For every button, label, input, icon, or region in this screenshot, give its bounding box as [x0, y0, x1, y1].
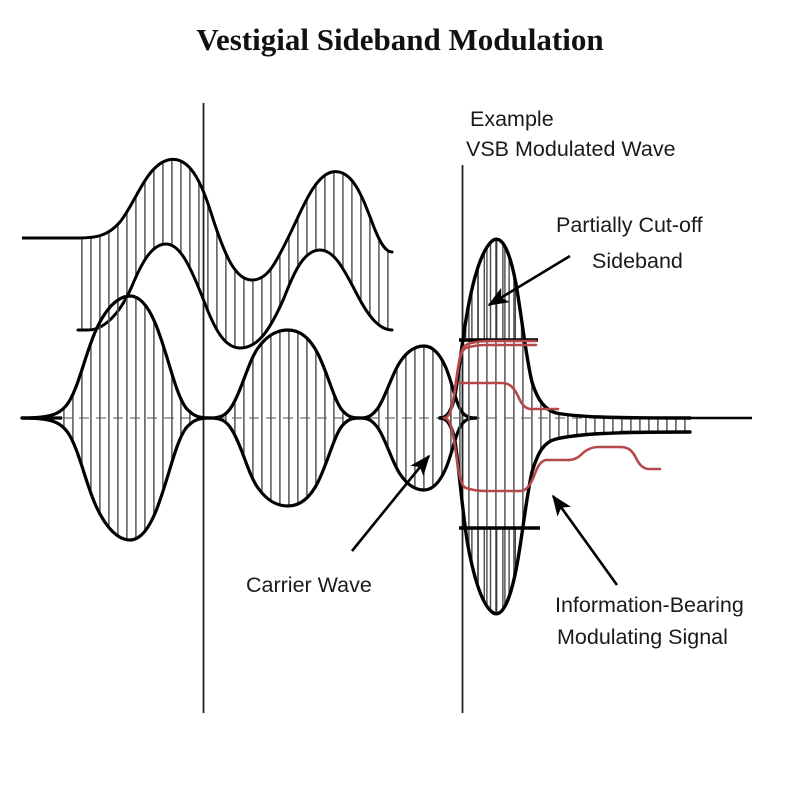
red-lower-step-fall	[618, 445, 662, 471]
stepped-digital-signal	[442, 339, 662, 493]
carrier-lower-envelope	[20, 416, 478, 542]
info-label-line2: Modulating Signal	[557, 625, 728, 649]
carrier-upper-envelope	[20, 294, 478, 420]
page-title: Vestigial Sideband Modulation	[196, 22, 603, 57]
red-lower-trace-a	[442, 416, 522, 493]
carrier-wave-label: Carrier Wave	[246, 573, 372, 597]
example-label-line1: Example	[470, 107, 554, 131]
modulating-signal-upper-envelope	[76, 157, 394, 282]
example-label-line2: VSB Modulated Wave	[466, 137, 676, 161]
modulating-signal-lower-envelope	[76, 242, 394, 350]
info-signal-arrow	[551, 494, 619, 586]
vsb-modulated-wave	[438, 237, 692, 616]
red-lower-step-mid	[566, 445, 622, 462]
red-upper-step-mid	[457, 381, 560, 411]
sideband-label-line2: Sideband	[592, 249, 683, 273]
red-lower-step-rise	[518, 458, 570, 493]
info-label-line1: Information-Bearing	[555, 593, 744, 617]
red-upper-trace-b	[453, 343, 538, 390]
sideband-arrow	[487, 254, 571, 307]
vsb-upper-sideband-hatch	[440, 239, 550, 342]
sideband-label-line1: Partially Cut-off	[556, 213, 703, 237]
modulating-signal-wave	[22, 157, 394, 350]
carrier-packet-2-hatch	[210, 330, 360, 506]
carrier-wave-arrow	[350, 454, 431, 552]
